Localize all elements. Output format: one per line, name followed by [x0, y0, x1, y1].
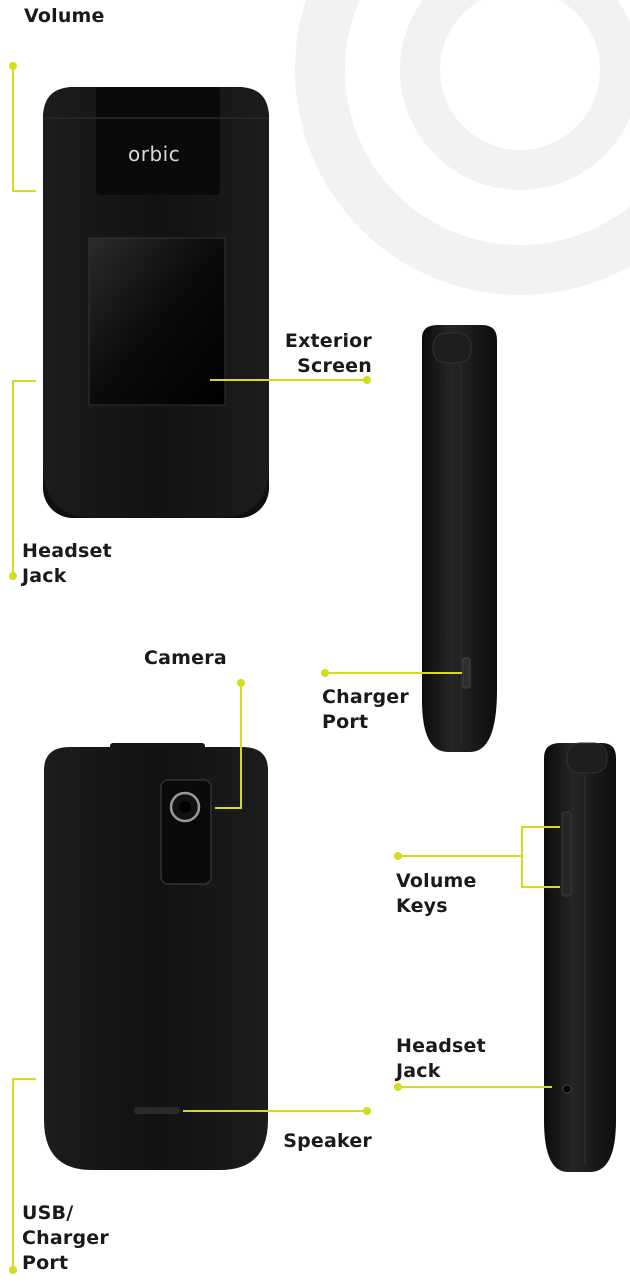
label-headset-jack-side-line2: Jack [396, 1060, 441, 1082]
label-charger-port: Charger Port [322, 685, 409, 735]
label-volume-keys: Volume Keys [396, 869, 477, 919]
label-volume-keys-line2: Keys [396, 895, 448, 917]
label-volume-text: Volume [24, 5, 105, 27]
label-exterior-screen-line1: Exterior [284, 330, 372, 352]
label-volume-keys-line1: Volume [396, 870, 477, 892]
phone-side-view-1 [422, 325, 497, 752]
callout-dots [9, 62, 402, 1274]
volume-keys [561, 811, 572, 897]
callout-usb-charger-port [12, 1078, 36, 1270]
label-camera-text: Camera [144, 647, 227, 669]
orbic-logo: orbic [128, 142, 180, 166]
label-speaker: Speaker [262, 1129, 372, 1154]
headset-jack-port [562, 1084, 572, 1094]
callout-volume-keys-bracket [521, 826, 560, 888]
label-exterior-screen: Exterior Screen [272, 329, 372, 379]
background-watermark [295, 0, 630, 295]
label-charger-port-line2: Port [322, 711, 369, 733]
label-usb-charger-port-line1: USB/ [22, 1202, 74, 1224]
charger-port [462, 657, 471, 689]
label-headset-jack-front: Headset Jack [22, 539, 112, 589]
callout-camera [215, 683, 242, 809]
phone-side-view-2 [544, 742, 616, 1172]
hinge-logo-panel [96, 87, 220, 195]
label-charger-port-line1: Charger [322, 686, 409, 708]
callout-volume [12, 66, 36, 192]
phone-front-view: orbic [43, 87, 269, 518]
exterior-screen [88, 237, 226, 406]
label-headset-jack-side: Headset Jack [396, 1034, 486, 1084]
label-headset-jack-front-line2: Jack [22, 565, 67, 587]
label-usb-charger-port-line3: Port [22, 1252, 69, 1274]
label-camera: Camera [144, 646, 227, 671]
callout-headset-jack-front [12, 380, 36, 576]
label-exterior-screen-line2: Screen [297, 355, 372, 377]
label-headset-jack-side-line1: Headset [396, 1035, 486, 1057]
callout-lines [12, 66, 560, 1270]
label-headset-jack-front-line1: Headset [22, 540, 112, 562]
phone-back-view [44, 743, 268, 1170]
speaker-grille [134, 1107, 180, 1114]
label-usb-charger-port: USB/ Charger Port [22, 1201, 109, 1276]
label-volume: Volume [24, 4, 105, 29]
label-speaker-text: Speaker [283, 1130, 372, 1152]
label-usb-charger-port-line2: Charger [22, 1227, 109, 1249]
